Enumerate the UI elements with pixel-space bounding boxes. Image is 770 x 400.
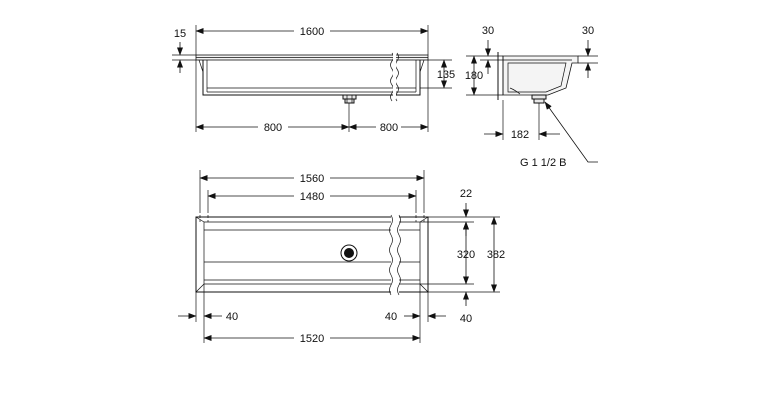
front-drain [342, 94, 357, 104]
dim-top-right-margin: 40 [385, 311, 397, 323]
dim-front-rim-thickness: 15 [174, 28, 186, 40]
dim-side-height: 180 [465, 70, 483, 82]
front-body [202, 60, 421, 96]
top-drain [340, 244, 358, 262]
side-body [502, 55, 579, 96]
dim-side-drain-offset: 182 [511, 129, 529, 141]
top-outer-outline [195, 216, 429, 293]
dim-top-overall-depth: 382 [487, 249, 505, 261]
top-view: 1560 1480 22 320 382 40 40 [178, 170, 505, 345]
side-view: 30 180 30 182 G 1 1/2 B [465, 25, 598, 169]
dim-top-front-rim: 40 [460, 313, 472, 325]
thread-callout: G 1 1/2 B [520, 157, 566, 169]
dim-top-back-rim: 22 [460, 188, 472, 200]
dim-top-inner-length: 1480 [300, 191, 324, 203]
dim-top-bottom-length: 1520 [300, 333, 324, 345]
dim-front-left-half: 800 [264, 122, 282, 134]
side-drain [531, 94, 547, 104]
dim-front-height: 135 [437, 69, 455, 81]
front-break-line [390, 52, 394, 102]
dim-top-left-margin: 40 [226, 311, 238, 323]
front-view: 1600 15 135 800 800 [172, 25, 455, 134]
dim-front-overall-width: 1600 [300, 26, 324, 38]
dim-side-rim-right: 30 [582, 25, 594, 37]
dim-front-right-half: 800 [380, 122, 398, 134]
dim-top-inner-depth: 320 [457, 249, 475, 261]
top-inner-basin [203, 221, 421, 285]
dim-top-outer-length: 1560 [300, 173, 324, 185]
dim-side-rim-left: 30 [482, 25, 494, 37]
